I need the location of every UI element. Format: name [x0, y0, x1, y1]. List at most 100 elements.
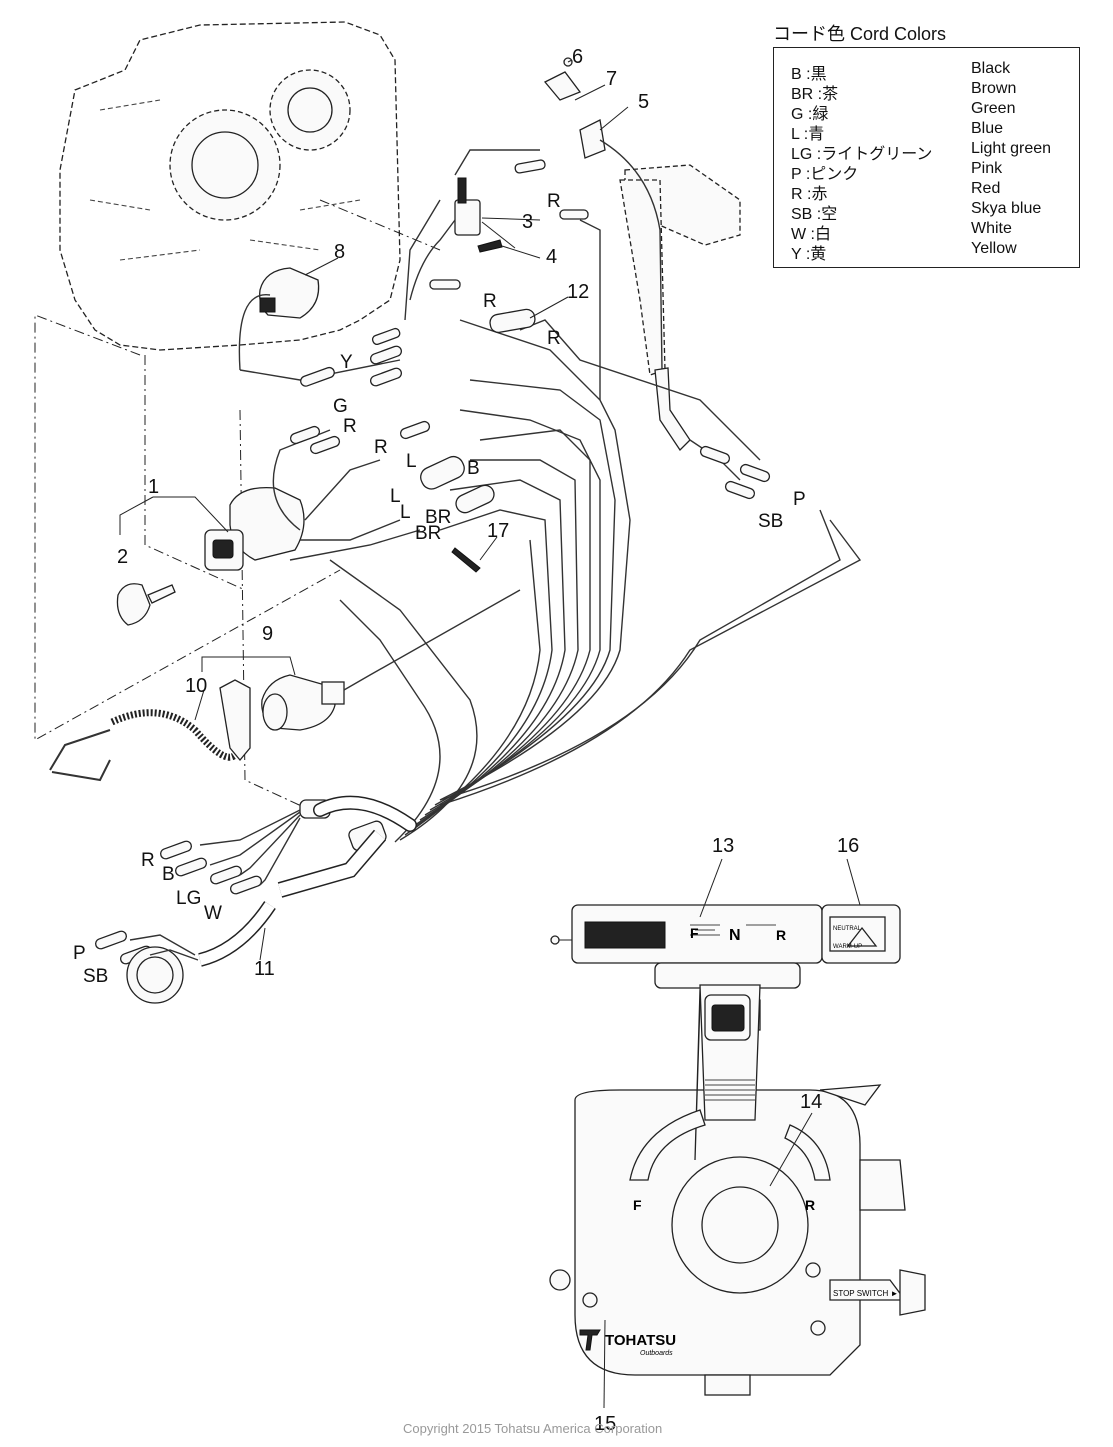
wire-label: BR: [415, 523, 441, 544]
control-lever-body: [549, 984, 926, 1396]
wire-label: L: [390, 486, 401, 507]
wire-label: G: [333, 396, 348, 417]
part-number: 16: [837, 835, 859, 857]
ignition-switch: [204, 486, 305, 571]
wire-label: W: [204, 903, 222, 924]
copyright-notice: Copyright 2015 Tohatsu America Corporati…: [403, 1421, 663, 1436]
lanyard-cord: [49, 679, 251, 782]
legend-english: Light green: [971, 140, 1052, 157]
legend-row: LG :ライトグリーン Light green: [774, 140, 1079, 163]
legend-row: W :白 White: [774, 220, 1079, 243]
lever-forward-mark: F: [633, 1197, 642, 1213]
part-number: 14: [800, 1091, 822, 1113]
wire-label: R: [343, 416, 357, 437]
part-number: 9: [262, 623, 273, 645]
legend-english: Green: [971, 100, 1016, 117]
terminal-pin: [451, 547, 481, 573]
wire-label: P: [793, 489, 806, 510]
wire-label: R: [141, 850, 155, 871]
legend-code: P :ピンク: [791, 166, 859, 183]
brand-sub: Outboards: [640, 1350, 673, 1357]
legend-code: W :白: [791, 226, 831, 243]
part-number: 6: [572, 46, 583, 68]
panel-warmup-label: WARM-UP: [833, 944, 862, 950]
wire-label: R: [483, 291, 497, 312]
main-harness: [126, 795, 417, 1004]
part-number: 5: [638, 91, 649, 113]
wire-label: R: [547, 191, 561, 212]
assembly-line: [144, 355, 246, 591]
ignition-key: [116, 583, 176, 626]
relay: [454, 177, 516, 253]
brand-name: TOHATSU: [605, 1332, 676, 1349]
legend-row: R :赤 Red: [774, 180, 1079, 203]
part-number: 8: [334, 241, 345, 263]
part-number: 10: [185, 675, 207, 697]
part-number: 15: [594, 1413, 616, 1435]
legend-row: B :黒 Black: [774, 60, 1079, 83]
legend-code: SB :空: [791, 206, 838, 223]
legend-code: Y :黄: [791, 246, 827, 263]
wire-label: L: [400, 502, 411, 523]
wire-label: Y: [340, 352, 353, 373]
legend-code: R :赤: [791, 186, 828, 203]
wire-label: R: [374, 437, 388, 458]
assembly-line: [239, 409, 311, 811]
legend-code: B :黒: [791, 66, 827, 83]
legend-row: G :緑 Green: [774, 100, 1079, 123]
wire-label: SB: [758, 511, 783, 532]
legend-english: Black: [971, 60, 1011, 77]
legend-title: コード色 Cord Colors: [773, 24, 947, 44]
legend-row: P :ピンク Pink: [774, 160, 1079, 183]
legend-row: Y :黄 Yellow: [774, 240, 1079, 263]
tohatsu-logo: TOHATSU Outboards: [579, 1329, 676, 1357]
legend-english: Brown: [971, 80, 1017, 97]
buzzer: [259, 267, 320, 319]
stop-switch-label: STOP SWITCH ►: [833, 1289, 898, 1298]
connector-bracket: [543, 57, 606, 159]
warmup-panel: [550, 904, 901, 989]
stop-switch: [261, 589, 521, 731]
lever-reverse-mark: R: [805, 1197, 815, 1213]
panel-forward-mark: F: [690, 925, 699, 941]
legend-english: Pink: [971, 160, 1003, 177]
wire-harness: [238, 149, 862, 843]
legend-code: L :青: [791, 126, 825, 143]
part-number: 4: [546, 246, 557, 268]
part-number: 3: [522, 211, 533, 233]
legend-english: Red: [971, 180, 1001, 197]
wire-label: P: [73, 943, 86, 964]
wire-label: B: [162, 864, 175, 885]
part-number: 2: [117, 546, 128, 568]
wire-label: LG: [176, 888, 201, 909]
assembly-line: [319, 199, 441, 251]
part-number: 11: [254, 958, 275, 980]
remote-control-side-lever: [599, 139, 741, 452]
panel-neutral-mark: N: [729, 927, 741, 944]
legend-code: LG :ライトグリーン: [791, 146, 933, 163]
legend-row: BR :茶 Brown: [774, 80, 1079, 103]
part-number: 12: [567, 281, 589, 303]
part-number: 1: [148, 476, 159, 498]
part-number: 7: [606, 68, 617, 90]
legend-code: BR :茶: [791, 86, 839, 103]
wire-label: SB: [83, 966, 108, 987]
leader-lines: [119, 59, 861, 1409]
legend-english: White: [971, 220, 1012, 237]
assembly-line: [34, 314, 341, 741]
legend-row: SB :空 Skya blue: [774, 200, 1079, 223]
panel-reverse-mark: R: [776, 927, 786, 943]
legend-english: Skya blue: [971, 200, 1042, 217]
control-box-housing: [59, 21, 401, 351]
wire-label: L: [406, 451, 417, 472]
legend-code: G :緑: [791, 106, 829, 123]
wire-label: BR: [425, 507, 451, 528]
part-number: 13: [712, 835, 734, 857]
wire-label: B: [467, 458, 480, 479]
legend-english: Yellow: [971, 240, 1017, 257]
panel-neutral-label: NEUTRAL: [833, 926, 862, 932]
wire-label: R: [547, 328, 561, 349]
